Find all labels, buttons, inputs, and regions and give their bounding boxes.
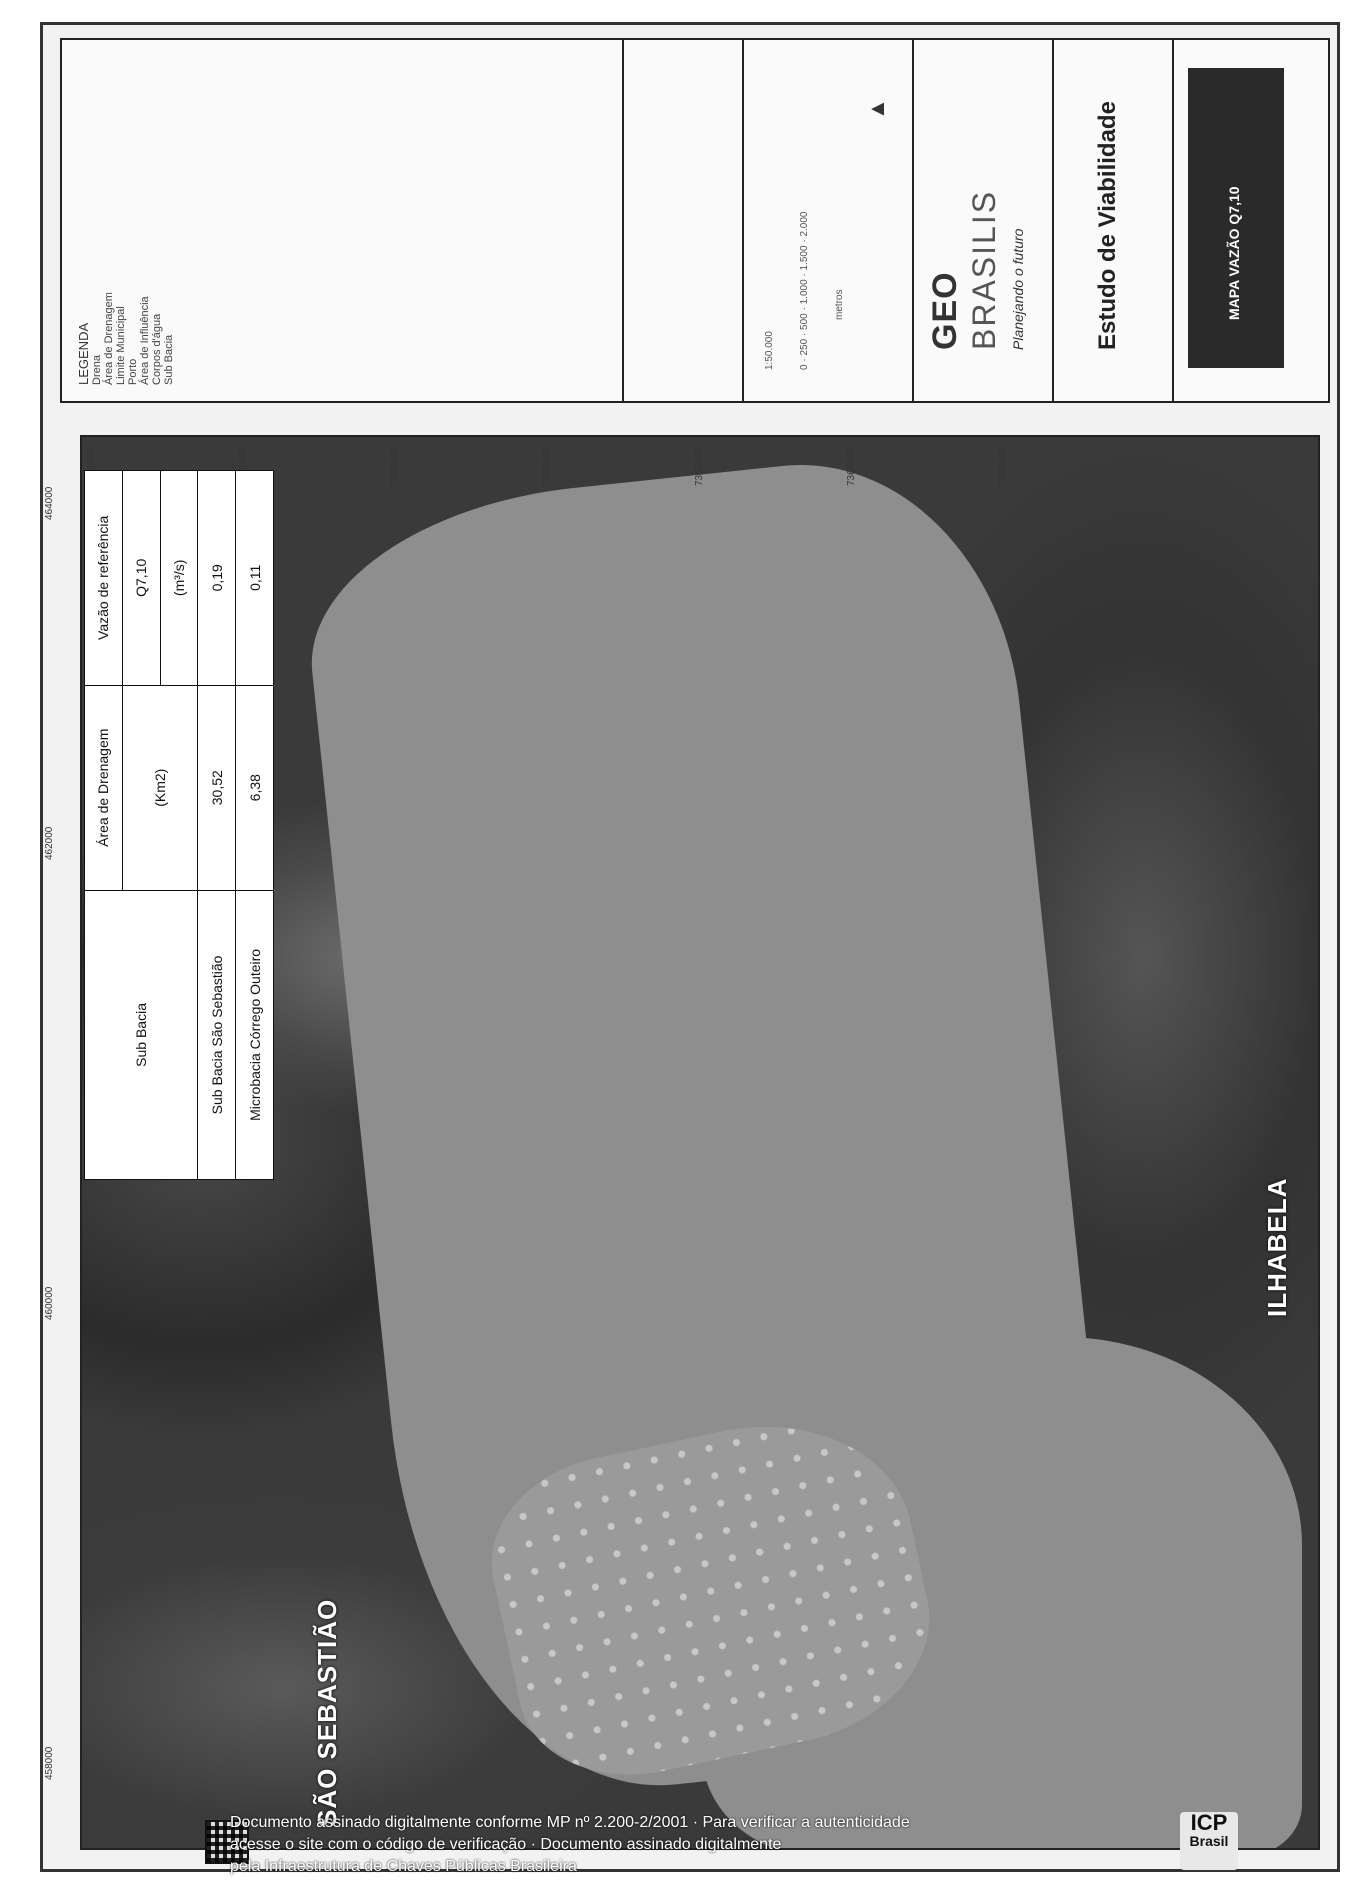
col-header-vazao-unit: (m³/s) bbox=[160, 470, 198, 686]
x-tick: 464000 bbox=[44, 486, 55, 520]
logo-geo: GEO bbox=[926, 271, 964, 350]
vazao-table-container: Sub Bacia Área de Drenagem Vazão de refe… bbox=[84, 470, 274, 1180]
study-panel: Estudo de Viabilidade bbox=[1052, 40, 1172, 401]
legend-item: Corpos d'água bbox=[151, 313, 163, 385]
col-header-sub-bacia: Sub Bacia bbox=[84, 890, 198, 1180]
title-block: LEGENDA Drena Área de Drenagem Limite Mu… bbox=[60, 38, 1330, 403]
table-row: Sub Bacia São Sebastião 30,52 0,19 bbox=[197, 470, 236, 1180]
legend-item: Drena bbox=[91, 355, 103, 385]
col-header-area-unit: (Km2) bbox=[122, 685, 198, 891]
scale-ticks: 0 · 250 · 500 · 1.000 · 1.500 · 2.000 bbox=[799, 211, 810, 370]
row-area: 30,52 bbox=[197, 685, 236, 891]
signature-line-3: pela Infraestrutura de Chaves Públicas B… bbox=[230, 1858, 577, 1875]
row-name: Sub Bacia São Sebastião bbox=[197, 890, 236, 1180]
legend-item: Sub Bacia bbox=[163, 334, 175, 385]
vazao-table: Sub Bacia Área de Drenagem Vazão de refe… bbox=[84, 470, 274, 1180]
logo-brasilis: BRASILIS bbox=[966, 189, 1002, 350]
scale-unit: metros bbox=[834, 289, 845, 320]
y-tick: 7365000 bbox=[998, 447, 1009, 486]
scale-panel: 1:50.000 0 · 250 · 500 · 1.000 · 1.500 ·… bbox=[742, 40, 912, 401]
legend-title: LEGENDA bbox=[76, 322, 91, 385]
row-area: 6,38 bbox=[235, 685, 274, 891]
y-tick: 7368000 bbox=[542, 447, 553, 486]
x-tick: 460000 bbox=[44, 1286, 55, 1320]
projection-panel bbox=[622, 40, 742, 401]
row-q: 0,19 bbox=[197, 470, 236, 686]
signature-line-2: acesse o site com o código de verificaçã… bbox=[230, 1836, 782, 1853]
row-name: Microbacia Córrego Outeiro bbox=[235, 890, 274, 1180]
logo-tagline: Planejando o futuro bbox=[1010, 228, 1026, 350]
y-tick: 7369000 bbox=[390, 447, 401, 486]
satellite-map: SÃO SEBASTIÃO ILHABELA bbox=[80, 435, 1320, 1850]
north-arrow-icon: ▲ bbox=[864, 98, 889, 120]
legend-item: Área de Drenagem bbox=[103, 292, 115, 385]
legend-item: Limite Municipal bbox=[115, 306, 127, 385]
x-tick: 462000 bbox=[44, 826, 55, 860]
col-header-vazao-symbol: Q7,10 bbox=[122, 470, 161, 686]
town-label-ilhabela: ILHABELA bbox=[1262, 1177, 1292, 1317]
x-tick: 458000 bbox=[44, 1746, 55, 1780]
legend-item: Porto bbox=[127, 358, 139, 385]
y-tick: 7366000 bbox=[846, 447, 857, 486]
legend-item: Área de Influência bbox=[139, 296, 151, 385]
row-q: 0,11 bbox=[235, 470, 274, 686]
map-title-panel: MAPA VAZÃO Q7,10 bbox=[1172, 40, 1330, 401]
qr-code-icon bbox=[205, 1820, 249, 1864]
col-header-vazao: Vazão de referência bbox=[84, 470, 123, 686]
study-title: Estudo de Viabilidade bbox=[1094, 101, 1121, 350]
town-label-sao-sebastiao: SÃO SEBASTIÃO bbox=[312, 1598, 342, 1827]
signature-line-1: Documento assinado digitalmente conforme… bbox=[230, 1814, 910, 1831]
col-header-area: Área de Drenagem bbox=[84, 685, 123, 891]
logo-panel: GEO BRASILIS Planejando o futuro bbox=[912, 40, 1052, 401]
scale-label: 1:50.000 bbox=[764, 331, 775, 370]
map-title: MAPA VAZÃO Q7,10 bbox=[1226, 186, 1242, 320]
icp-brasil-logo: ICP Brasil bbox=[1180, 1812, 1238, 1870]
table-row: Microbacia Córrego Outeiro 6,38 0,11 bbox=[235, 470, 274, 1180]
y-tick: 7367000 bbox=[694, 447, 705, 486]
